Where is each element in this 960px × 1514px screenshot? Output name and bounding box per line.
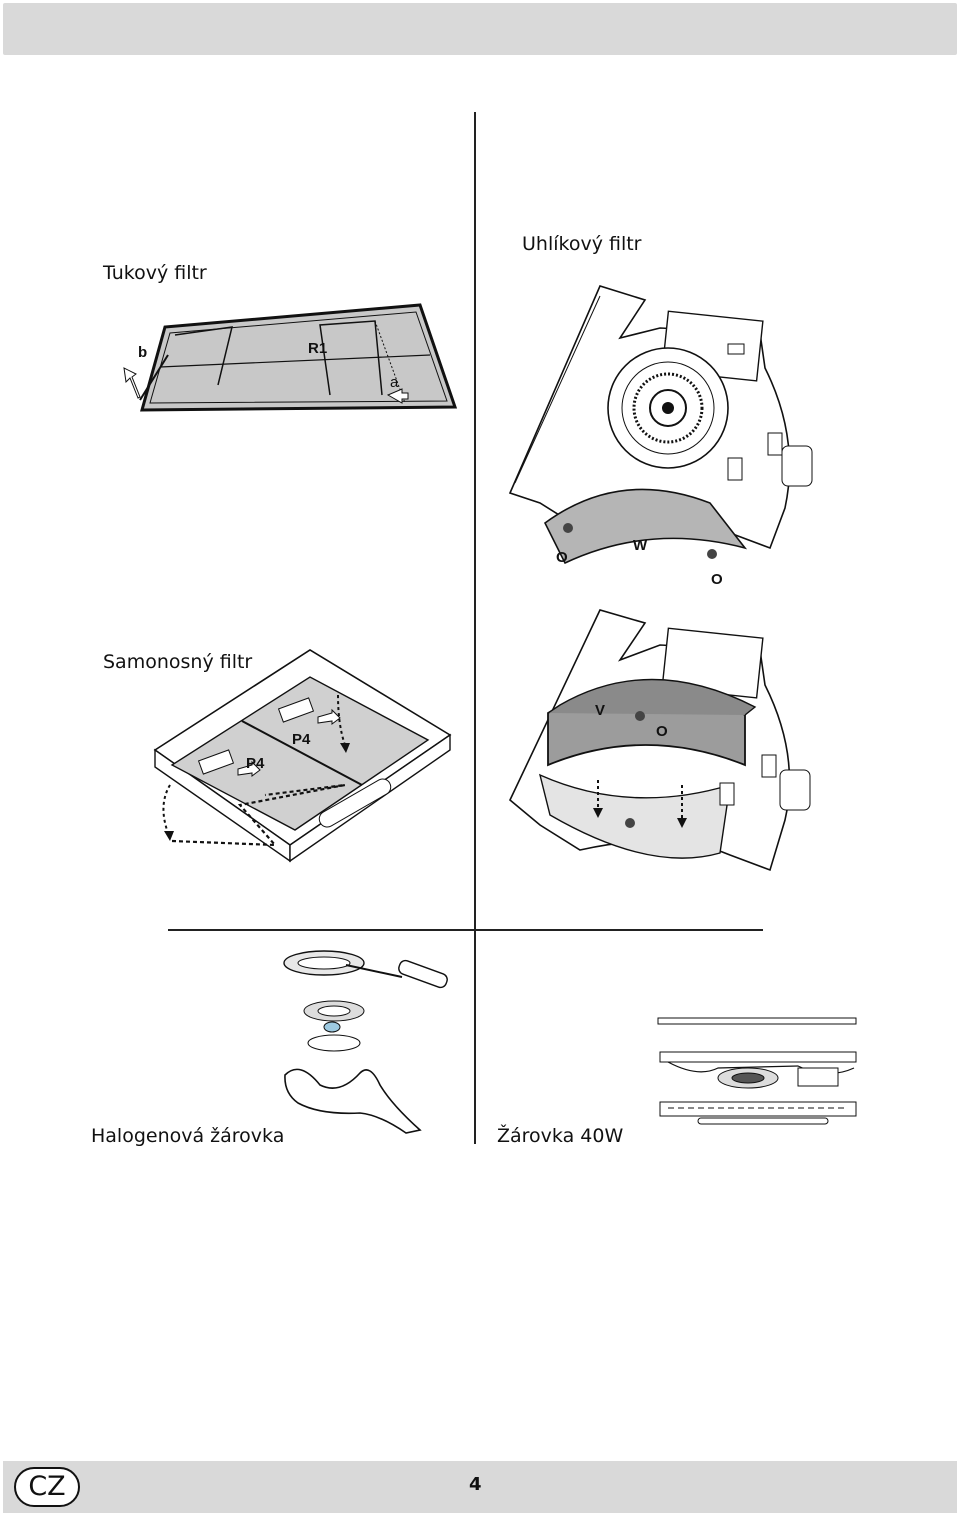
carbon-filter-installed-illustration: V O <box>509 609 811 872</box>
caption-bulb-40w: Žárovka 40W <box>497 1125 624 1147</box>
label-b: b <box>138 344 147 361</box>
bulb-40w-illustration <box>657 1017 857 1125</box>
label-p4-left: P4 <box>246 755 265 772</box>
halogen-bulb-illustration <box>283 950 448 1134</box>
label-w: W <box>633 537 648 554</box>
caption-halogen-bulb: Halogenová žárovka <box>91 1125 285 1147</box>
header-bar <box>3 3 957 55</box>
label-o-left: O <box>556 549 568 566</box>
label-p4-right: P4 <box>292 731 311 748</box>
vertical-divider <box>474 112 476 1144</box>
caption-carbon-filter: Uhlíkový filtr <box>522 233 642 255</box>
caption-grease-filter: Tukový filtr <box>103 262 207 284</box>
self-supporting-filter-illustration: P4 P4 <box>153 649 452 863</box>
label-a: a <box>390 374 399 391</box>
carbon-filter-illustration: O W O <box>508 285 813 588</box>
footer-bar <box>3 1461 957 1513</box>
label-v: V <box>595 702 605 719</box>
horizontal-divider <box>168 929 763 931</box>
label-r1: R1 <box>308 340 327 357</box>
language-badge: CZ <box>14 1467 80 1507</box>
label-o-installed: O <box>656 723 668 740</box>
label-o-right: O <box>711 571 723 588</box>
caption-self-supporting-filter: Samonosný filtr <box>103 651 253 673</box>
grease-filter-illustration: b R1 a <box>123 303 458 412</box>
page-number: 4 <box>469 1474 482 1495</box>
